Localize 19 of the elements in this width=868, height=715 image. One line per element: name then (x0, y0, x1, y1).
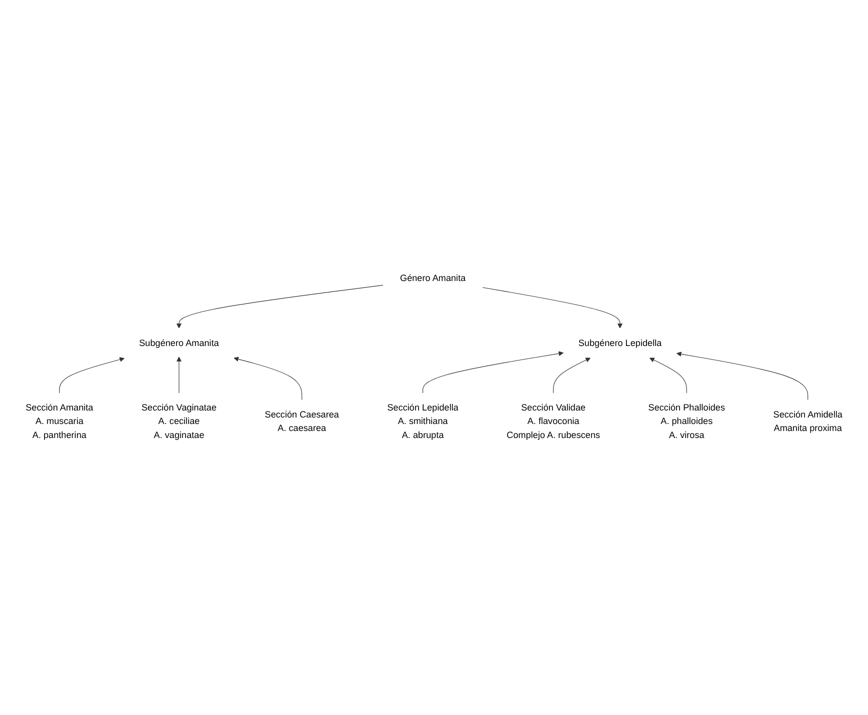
arrow (59, 357, 125, 394)
taxon-label: Sección Amidella Amanita proxima (773, 410, 842, 434)
arrow (553, 358, 590, 394)
taxon-label: Sección Validae A. flavoconia Complejo A. rubescens (506, 403, 600, 440)
taxon-label: Sección Caesarea A. caesarea (264, 410, 339, 434)
arrow (176, 285, 384, 329)
arrow (482, 288, 622, 329)
taxon-label: Subgénero Lepidella (578, 338, 662, 348)
taxon-label: Sección Phalloides A. phalloides A. virosa (648, 403, 726, 440)
taxon-label: Sección Vaginatae A. ceciliae A. vaginatae (141, 403, 217, 440)
arrow (234, 357, 302, 400)
taxon-label: Sección Lepidella A. smithiana A. abrupta (387, 403, 458, 440)
taxon-label: Género Amanita (400, 274, 466, 284)
taxon-label: Sección Amanita A. muscaria A. pantherina (26, 403, 94, 440)
taxon-label: Subgénero Amanita (139, 338, 219, 348)
arrow (650, 358, 687, 394)
arrow (676, 352, 808, 400)
arrow (176, 356, 182, 394)
arrow (422, 351, 564, 394)
